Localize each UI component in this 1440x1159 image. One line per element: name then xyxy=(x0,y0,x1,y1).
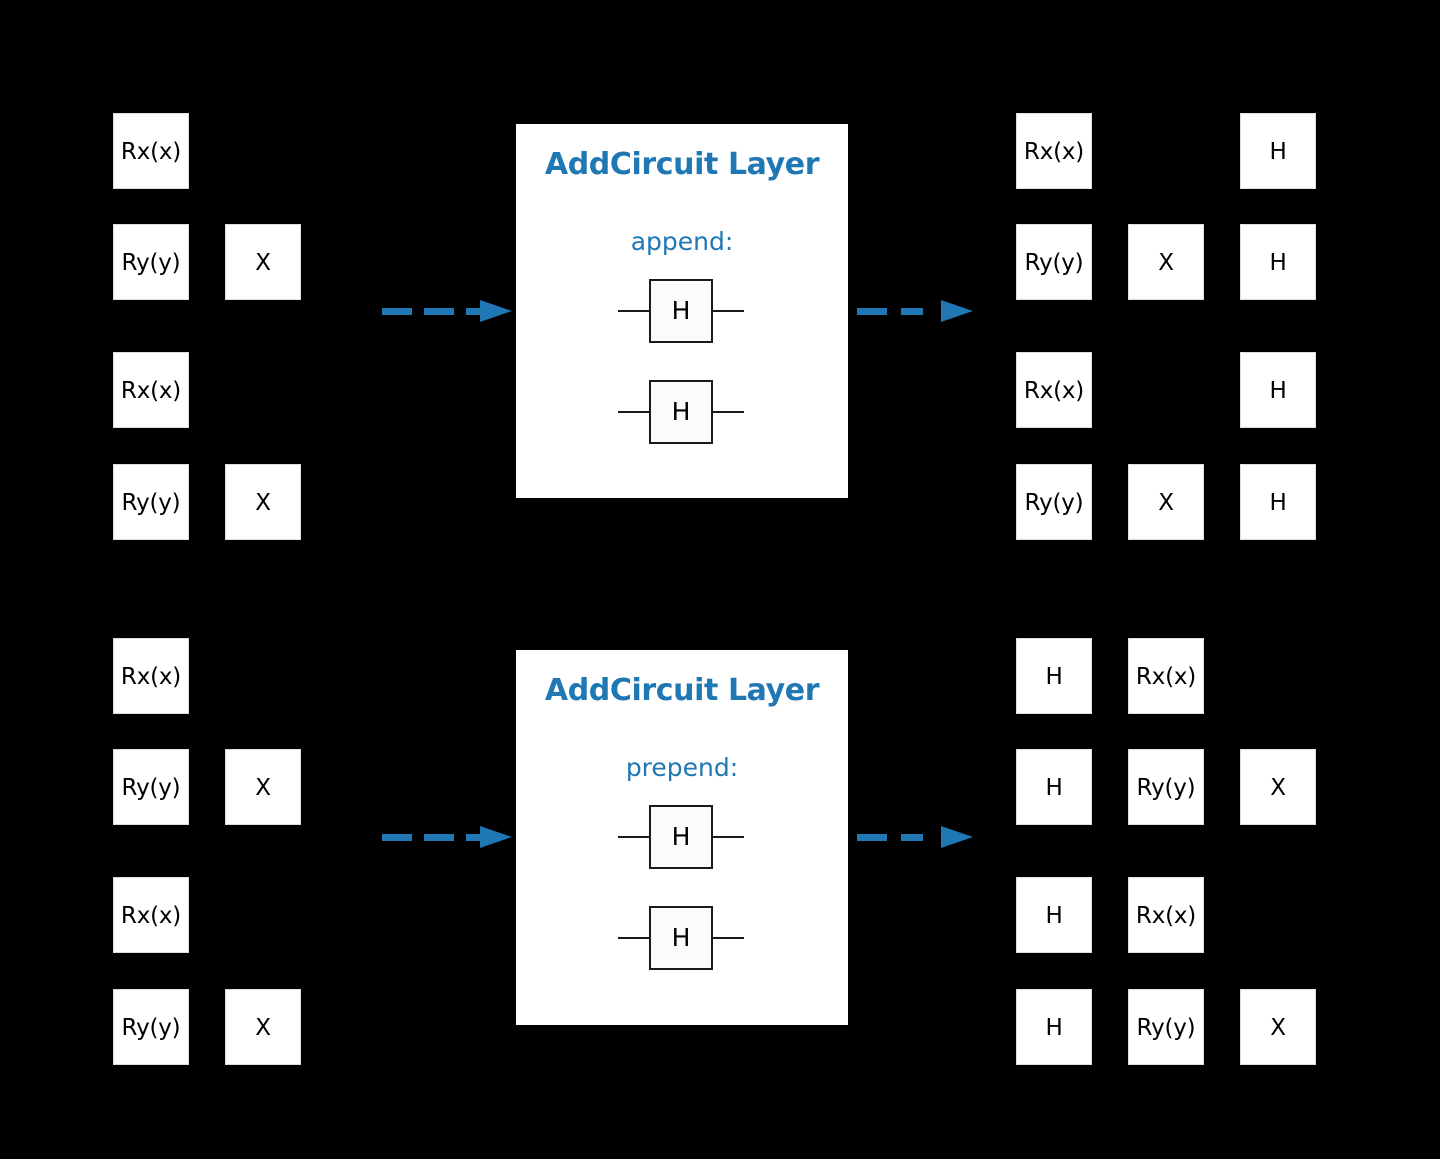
gate-cell: Ry(y) xyxy=(1128,749,1204,825)
gate-cell-empty xyxy=(337,877,413,953)
gate-cell-empty xyxy=(1128,113,1204,189)
layer-gate: H xyxy=(649,380,713,444)
gate-cell-empty xyxy=(1128,352,1204,428)
arrow-dash xyxy=(901,308,923,315)
gate-cell-empty xyxy=(337,113,413,189)
gate-cell-empty xyxy=(337,989,413,1065)
gate-cell: H xyxy=(1016,638,1092,714)
layer-gate-row: H xyxy=(618,906,744,970)
gate-cell: H xyxy=(1240,352,1316,428)
wire-right xyxy=(711,836,744,838)
gate-cell: Rx(x) xyxy=(1128,638,1204,714)
gate-cell: Ry(y) xyxy=(113,749,189,825)
gate-cell: Ry(y) xyxy=(113,224,189,300)
arrow-dash xyxy=(466,834,484,841)
arrow-head xyxy=(480,300,512,322)
gate-cell: Rx(x) xyxy=(113,877,189,953)
arrow-head xyxy=(941,826,973,848)
gate-cell: H xyxy=(1016,749,1092,825)
gate-cell: X xyxy=(1128,224,1204,300)
gate-cell-empty xyxy=(225,638,301,714)
gate-cell-empty xyxy=(337,464,413,540)
gate-cell: X xyxy=(1240,989,1316,1065)
gate-cell: X xyxy=(225,224,301,300)
arrow-dash xyxy=(857,834,887,841)
layer-gate-row: H xyxy=(618,805,744,869)
gate-cell: X xyxy=(225,464,301,540)
layer-gate: H xyxy=(649,805,713,869)
arrow-out-of-layer xyxy=(857,300,973,322)
arrow-into-layer xyxy=(382,300,512,322)
gate-cell-empty xyxy=(1240,638,1316,714)
top-input-circuit: Rx(x) Ry(y) X Rx(x) Ry(y) X xyxy=(113,113,413,543)
gate-cell: Rx(x) xyxy=(1016,113,1092,189)
layer-gate-row: H xyxy=(618,279,744,343)
wire-left xyxy=(618,411,652,413)
arrow-dash xyxy=(424,308,454,315)
gate-cell-empty xyxy=(337,749,413,825)
gate-cell: X xyxy=(1128,464,1204,540)
wire-right xyxy=(711,310,744,312)
gate-cell-empty xyxy=(1240,877,1316,953)
gate-cell: X xyxy=(225,989,301,1065)
top-output-circuit: Rx(x) H Ry(y) X H Rx(x) H Ry(y) X H xyxy=(1016,113,1316,543)
layer-gate: H xyxy=(649,279,713,343)
arrow-dash xyxy=(901,834,923,841)
gate-cell: H xyxy=(1016,877,1092,953)
gate-cell: X xyxy=(1240,749,1316,825)
arrow-dash xyxy=(382,834,412,841)
gate-cell-empty xyxy=(337,224,413,300)
add-circuit-layer-panel: AddCircuit Layer prepend: H H xyxy=(516,650,848,1025)
gate-cell: Ry(y) xyxy=(1128,989,1204,1065)
gate-cell-empty xyxy=(225,877,301,953)
gate-cell: Rx(x) xyxy=(1128,877,1204,953)
arrow-into-layer xyxy=(382,826,512,848)
layer-gate: H xyxy=(649,906,713,970)
gate-cell: Rx(x) xyxy=(1016,352,1092,428)
arrow-dash xyxy=(466,308,484,315)
gate-cell: H xyxy=(1016,989,1092,1065)
gate-cell: H xyxy=(1240,464,1316,540)
layer-title: AddCircuit Layer xyxy=(544,147,820,182)
gate-cell: Ry(y) xyxy=(113,464,189,540)
wire-right xyxy=(711,937,744,939)
wire-left xyxy=(618,836,652,838)
wire-right xyxy=(711,411,744,413)
gate-cell: Rx(x) xyxy=(113,113,189,189)
arrow-dash xyxy=(857,308,887,315)
gate-cell: Ry(y) xyxy=(1016,224,1092,300)
gate-cell: Rx(x) xyxy=(113,638,189,714)
layer-mode-label: prepend: xyxy=(625,753,739,782)
bottom-input-circuit: Rx(x) Ry(y) X Rx(x) Ry(y) X xyxy=(113,638,413,1068)
gate-cell-empty xyxy=(225,113,301,189)
gate-cell-empty xyxy=(337,638,413,714)
gate-cell: X xyxy=(225,749,301,825)
wire-left xyxy=(618,937,652,939)
gate-cell: Ry(y) xyxy=(1016,464,1092,540)
gate-cell: H xyxy=(1240,224,1316,300)
layer-title: AddCircuit Layer xyxy=(544,673,820,708)
wire-left xyxy=(618,310,652,312)
arrow-head xyxy=(941,300,973,322)
arrow-dash xyxy=(424,834,454,841)
bottom-output-circuit: H Rx(x) H Ry(y) X H Rx(x) H Ry(y) X xyxy=(1016,638,1316,1068)
layer-mode-label: append: xyxy=(630,227,734,256)
gate-cell: Ry(y) xyxy=(113,989,189,1065)
gate-cell-empty xyxy=(337,352,413,428)
arrow-dash xyxy=(382,308,412,315)
gate-cell-empty xyxy=(225,352,301,428)
layer-gate-row: H xyxy=(618,380,744,444)
arrow-head xyxy=(480,826,512,848)
add-circuit-layer-panel: AddCircuit Layer append: H H xyxy=(516,124,848,498)
gate-cell: H xyxy=(1240,113,1316,189)
arrow-out-of-layer xyxy=(857,826,973,848)
gate-cell: Rx(x) xyxy=(113,352,189,428)
